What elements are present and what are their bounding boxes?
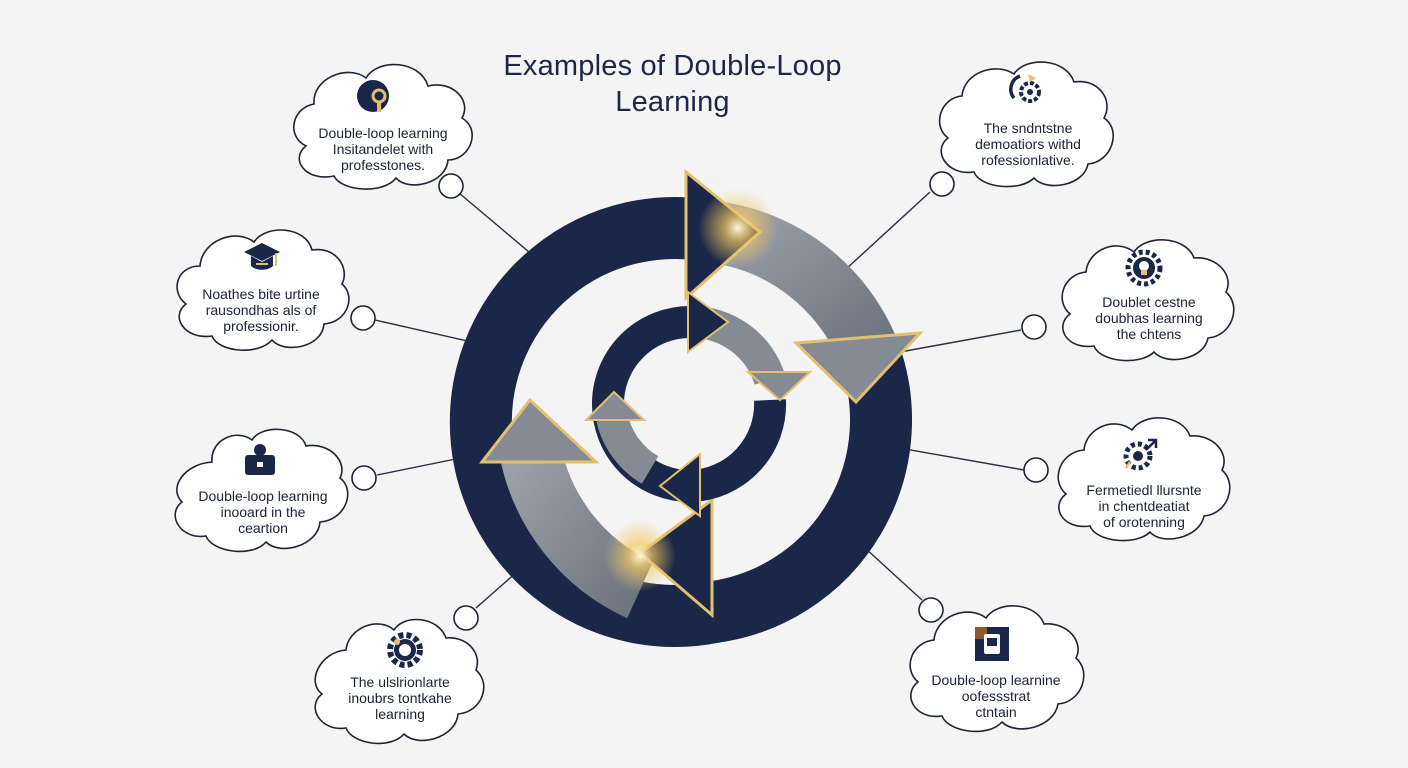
connector-node: [1021, 314, 1047, 340]
key-icon: [357, 80, 389, 112]
outer-arrowhead-right: [792, 331, 924, 405]
inner-arrowhead-left: [583, 390, 647, 421]
cloud-2-line-2: rausondhas als of: [205, 302, 317, 318]
cloud-7-line-3: of orotenning: [1103, 514, 1185, 530]
glow-highlight: [698, 188, 778, 268]
title-line-1: Examples of Double-Loop: [503, 50, 842, 82]
inner-arrowhead-top: [687, 290, 730, 354]
inner-loop-gray-left: [596, 413, 659, 484]
cloud-3-text: Double-loop learning inooard in the cear…: [178, 488, 348, 536]
glow-highlight: [604, 520, 676, 592]
cloud-shape: [293, 63, 473, 190]
cloud-2-text: Noathes bite urtine rausondhas als of pr…: [176, 286, 346, 334]
cloud-1-line-1: Double-loop learning: [318, 125, 448, 141]
connector-line: [899, 329, 1022, 353]
cloud-shape: [314, 618, 485, 745]
connector-line: [844, 191, 931, 271]
cloud-6-line-1: Doublet cestne: [1102, 294, 1196, 310]
graduation-cap-icon: [244, 243, 280, 270]
cloud-shape: [909, 605, 1085, 733]
connector-node: [453, 605, 479, 631]
inner-arrowhead-bottom: [658, 451, 701, 518]
title-line-2: Learning: [615, 86, 730, 118]
diagram-title: Examples of Double-Loop Learning: [0, 48, 1345, 120]
cloud-7-line-1: Fermetiedl llursnte: [1086, 482, 1202, 498]
cloud-6-text: Doublet cestne doubhas learning the chte…: [1070, 294, 1228, 342]
briefcase-icon: [245, 444, 275, 475]
gear-icon: [387, 632, 423, 668]
cloud-4-line-3: learning: [375, 706, 425, 722]
lightbulb-gear-icon: [1125, 249, 1163, 287]
cloud-3-line-1: Double-loop learning: [198, 488, 328, 504]
cloud-8-line-3: ctntain: [975, 704, 1017, 720]
document-hand-icon: [975, 627, 1009, 661]
outer-arrowhead-left: [478, 397, 600, 464]
cloud-shape: [1057, 417, 1231, 542]
cloud-7-text: Fermetiedl llursnte in chentdeatiat of o…: [1064, 482, 1224, 530]
outer-loop-navy-right: [709, 338, 912, 643]
cloud-8-line-2: oofessstrat: [961, 688, 1031, 704]
connector-line: [887, 445, 1025, 471]
connector-node: [351, 465, 377, 491]
cloud-2-line-1: Noathes bite urtine: [202, 286, 320, 302]
connector-node: [929, 171, 955, 197]
cloud-5-line-3: rofessionlative.: [981, 152, 1075, 168]
cloud-5-line-1: The sndntstne: [983, 120, 1073, 136]
cloud-4-line-2: inoubrs tontkahe: [348, 690, 452, 706]
cloud-1-text: Double-loop learning Insitandelet with p…: [296, 125, 470, 173]
cloud-1-line-2: Insitandelet with: [332, 141, 434, 157]
connector-node: [1023, 457, 1049, 483]
cloud-3-line-2: inooard in the: [220, 504, 306, 520]
cloud-shape: [176, 229, 350, 351]
cloud-shape: [174, 428, 349, 553]
clouds: [174, 61, 1235, 745]
cloud-1-line-3: professtones.: [340, 157, 426, 173]
connector-node: [350, 305, 376, 331]
cloud-5-line-2: demoatiors withd: [975, 136, 1081, 152]
gear-arrows-icon: [1123, 438, 1158, 471]
connector-node: [438, 173, 464, 199]
cloud-8-text: Double-loop learnine oofessstrat ctntain: [916, 672, 1076, 720]
connector-node: [918, 597, 944, 623]
cloud-5-text: The sndntstne demoatiors withd rofession…: [948, 120, 1108, 168]
cloud-8-line-1: Double-loop learnine: [931, 672, 1061, 688]
cloud-3-line-3: ceartion: [238, 520, 288, 536]
outer-arrowhead-bottom: [637, 497, 714, 619]
cloud-2-line-3: professionir.: [223, 318, 299, 334]
cloud-6-line-3: the chtens: [1116, 326, 1182, 342]
cloud-shape: [938, 61, 1114, 188]
cloud-6-line-2: doubhas learning: [1095, 310, 1203, 326]
cloud-shape: [1061, 239, 1235, 362]
inner-loop-navy-right: [689, 399, 787, 502]
inner-arrowhead-right: [745, 371, 813, 402]
cloud-7-line-2: in chentdeatiat: [1098, 498, 1190, 514]
gear-cycle-icon: [1009, 74, 1041, 103]
cloud-4-line-1: The ulslrionlarte: [350, 674, 450, 690]
double-loop-graphic: [449, 168, 924, 647]
cloud-4-text: The ulslrionlarte inoubrs tontkahe learn…: [320, 674, 480, 722]
